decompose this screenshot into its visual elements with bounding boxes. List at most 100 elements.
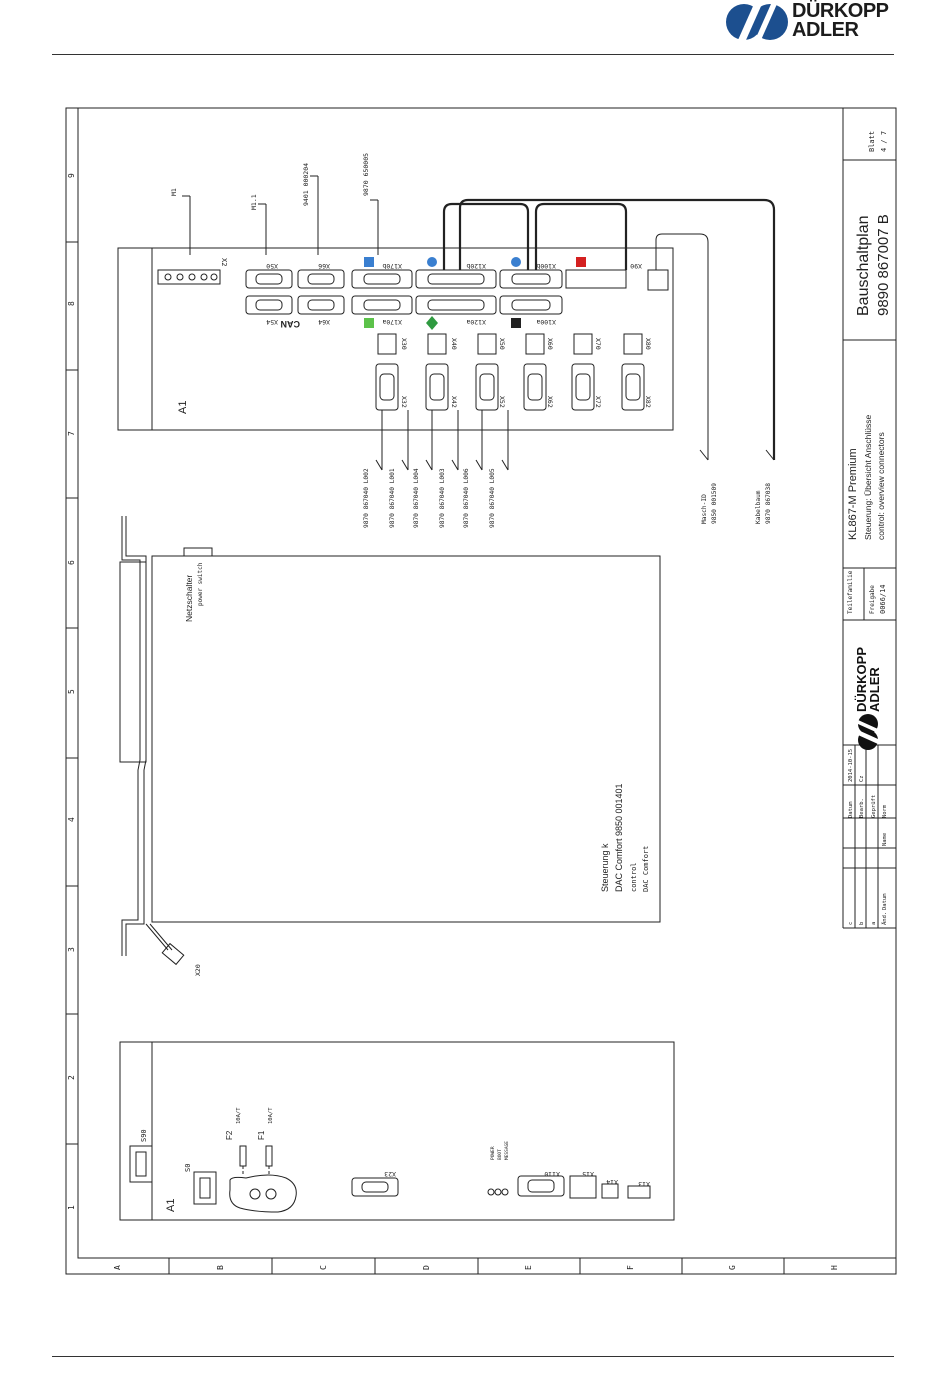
led-power-label: POWER <box>490 1146 496 1160</box>
x30-header <box>377 333 397 355</box>
grid-row-5: 5 <box>67 689 76 694</box>
x13-port <box>627 1185 651 1199</box>
bottom-a1-label: A1 <box>165 1199 177 1212</box>
cable-l001: 9870 867040 L001 <box>389 468 396 528</box>
f2-label: F2 <box>225 1130 234 1140</box>
x120a-label: X120a <box>466 318 486 326</box>
footer-rule <box>52 1356 894 1357</box>
x80-label: X80 <box>644 338 652 350</box>
rev-b: b <box>859 922 865 925</box>
led-message-label: MESSAGE <box>504 1141 510 1160</box>
duerkopp-adler-logo-icon <box>726 4 788 40</box>
x64-label: X64 <box>318 318 330 326</box>
x40-label: X40 <box>450 338 458 350</box>
fuse-f1-icon <box>265 1145 273 1167</box>
x80-header <box>623 333 643 355</box>
brand-logo: DÜRKOPP ADLER <box>724 1 900 42</box>
aend-label: Änd. <box>881 912 888 925</box>
x54-label: X54 <box>266 318 278 326</box>
fuse-socket-f1 <box>265 1188 277 1200</box>
x170b-label: X170b <box>382 262 402 270</box>
cable-l003: 9870 867040 L003 <box>439 468 446 528</box>
title-block-brand-1: DÜRKOPP <box>854 647 869 712</box>
kabelbaum-label: Kabelbaum <box>755 490 762 524</box>
x14-port <box>601 1183 619 1199</box>
x100b-blue-marker <box>511 257 521 267</box>
a1-label: A1 <box>177 401 189 414</box>
x110-label: X110 <box>544 1170 560 1178</box>
controller-line4: DAC Comfort <box>642 846 650 892</box>
cable-l006: 9870 867040 L006 <box>463 468 470 528</box>
brand-name: DÜRKOPP ADLER <box>792 1 889 41</box>
grid-col-a: A <box>113 1265 122 1270</box>
rev-a: a <box>871 922 877 925</box>
x100b-label: X100b <box>536 262 556 270</box>
masch-id-no: 9850 001509 <box>711 483 718 524</box>
sheet-value: 4 / 7 <box>880 131 888 152</box>
switch-label-en: power switch <box>197 562 204 606</box>
x20-label: X20 <box>194 964 202 976</box>
masch-id-box <box>647 269 669 291</box>
led-message <box>501 1188 509 1196</box>
doc-number: 9890 867007 B <box>875 214 892 316</box>
cable-m1-1: M1.1 <box>250 194 258 210</box>
grid-col-e: E <box>524 1265 533 1270</box>
name-label: Name <box>882 833 888 846</box>
power-switch-icon <box>183 547 213 556</box>
x90-connector <box>565 269 627 289</box>
grid-col-c: C <box>319 1265 328 1270</box>
x14-label: X14 <box>606 1178 618 1186</box>
cable-9401-000204: 9401 000204 <box>302 163 310 206</box>
grid-col-d: D <box>422 1265 431 1270</box>
x72-label: X72 <box>594 396 602 408</box>
drawing-inner-frame <box>77 107 897 1259</box>
s90-switch[interactable] <box>129 1145 153 1183</box>
grid-col-f: F <box>626 1265 635 1270</box>
f1-label: F1 <box>257 1130 266 1140</box>
fuse-holder-area <box>229 1174 297 1213</box>
sheet-label: Blatt <box>868 131 876 152</box>
cable-l002: 9870 867040 L002 <box>363 468 370 528</box>
led-power <box>487 1188 495 1196</box>
s0-switch[interactable] <box>193 1171 217 1205</box>
bearb-value: Cz <box>859 775 865 782</box>
cable-harness-top <box>442 198 776 460</box>
f1-rating: 10A/T <box>268 1107 274 1124</box>
x50-label: X50 <box>266 262 278 270</box>
x90-label: X90 <box>630 262 642 270</box>
title-block-brand-2: ADLER <box>867 667 882 712</box>
x32-label: X32 <box>400 396 408 408</box>
x110-connector <box>517 1175 565 1197</box>
can-label: CAN <box>281 319 301 329</box>
cable-l004: 9870 867040 L004 <box>413 468 420 528</box>
grid-row-8: 8 <box>67 301 76 306</box>
datum-value: 2014-10-15 <box>848 749 854 782</box>
doc-type: Bauschaltplan <box>855 215 872 316</box>
fuse-f2-icon <box>239 1145 247 1167</box>
brand-line2: ADLER <box>792 19 859 41</box>
grid-col-b: B <box>216 1265 225 1270</box>
kabelbaum-no: 9870 867038 <box>765 483 772 524</box>
family-label: Teilefamilie <box>847 570 854 614</box>
grid-col-h: H <box>830 1265 839 1270</box>
header-rule <box>52 54 894 55</box>
datum-label: Datum <box>848 801 854 818</box>
x13-label: X13 <box>638 1180 650 1188</box>
led-boot-label: BOOT <box>497 1149 503 1160</box>
s0-label: S0 <box>184 1164 192 1172</box>
x100a-black-marker <box>511 318 521 328</box>
x30-label: X30 <box>400 338 408 350</box>
x100a-label: X100a <box>536 318 556 326</box>
x15-label: X15 <box>582 1170 594 1178</box>
rev-c: c <box>848 922 854 925</box>
x70-header <box>573 333 593 355</box>
x90-red-marker <box>576 257 586 267</box>
grid-col-g: G <box>728 1265 737 1270</box>
x2-terminal <box>157 269 221 285</box>
grid-row-4: 4 <box>67 817 76 822</box>
x170a-green-marker <box>364 318 374 328</box>
masch-id-label: Masch-ID <box>701 494 708 524</box>
grid-row-1: 1 <box>67 1205 76 1210</box>
controller-box <box>151 555 661 923</box>
gepr-label: Geprüft <box>871 795 877 818</box>
